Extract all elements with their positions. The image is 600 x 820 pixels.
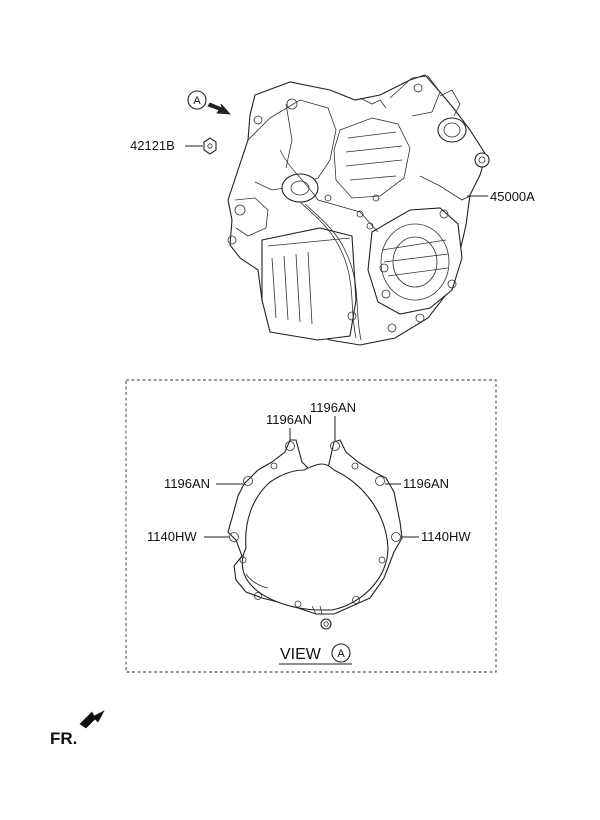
view-caption-text: VIEW — [280, 646, 322, 663]
transaxle-part-number: 45000A — [490, 189, 535, 204]
view-a-frame — [125, 379, 497, 673]
view-a-marker-letter: A — [193, 95, 201, 107]
gasket-callouts: 1196AN 1196AN 1196AN 1196AN 1140HW 1140H… — [147, 400, 471, 544]
transaxle-callout: 45000A — [467, 189, 535, 204]
transaxle-assembly — [227, 74, 490, 346]
front-indicator: FR. — [50, 710, 105, 748]
callout-left: 1196AN — [164, 476, 210, 491]
bolt-42121b-callout: 42121B — [130, 137, 217, 155]
view-a-marker: A — [187, 90, 231, 115]
view-caption-letter: A — [337, 648, 345, 660]
view-a-caption: VIEW A — [279, 643, 352, 665]
front-arrow-icon — [79, 710, 105, 729]
front-label: FR. — [50, 729, 77, 748]
callout-top-left: 1196AN — [266, 412, 312, 427]
bolt-icon — [203, 137, 217, 155]
callout-top-right: 1196AN — [310, 400, 356, 415]
bolt-part-number: 42121B — [130, 138, 175, 153]
callout-dowel-right: 1140HW — [421, 529, 471, 544]
view-direction-arrow — [207, 102, 231, 115]
callout-right: 1196AN — [403, 476, 449, 491]
gasket — [227, 439, 403, 630]
callout-dowel-left: 1140HW — [147, 529, 197, 544]
